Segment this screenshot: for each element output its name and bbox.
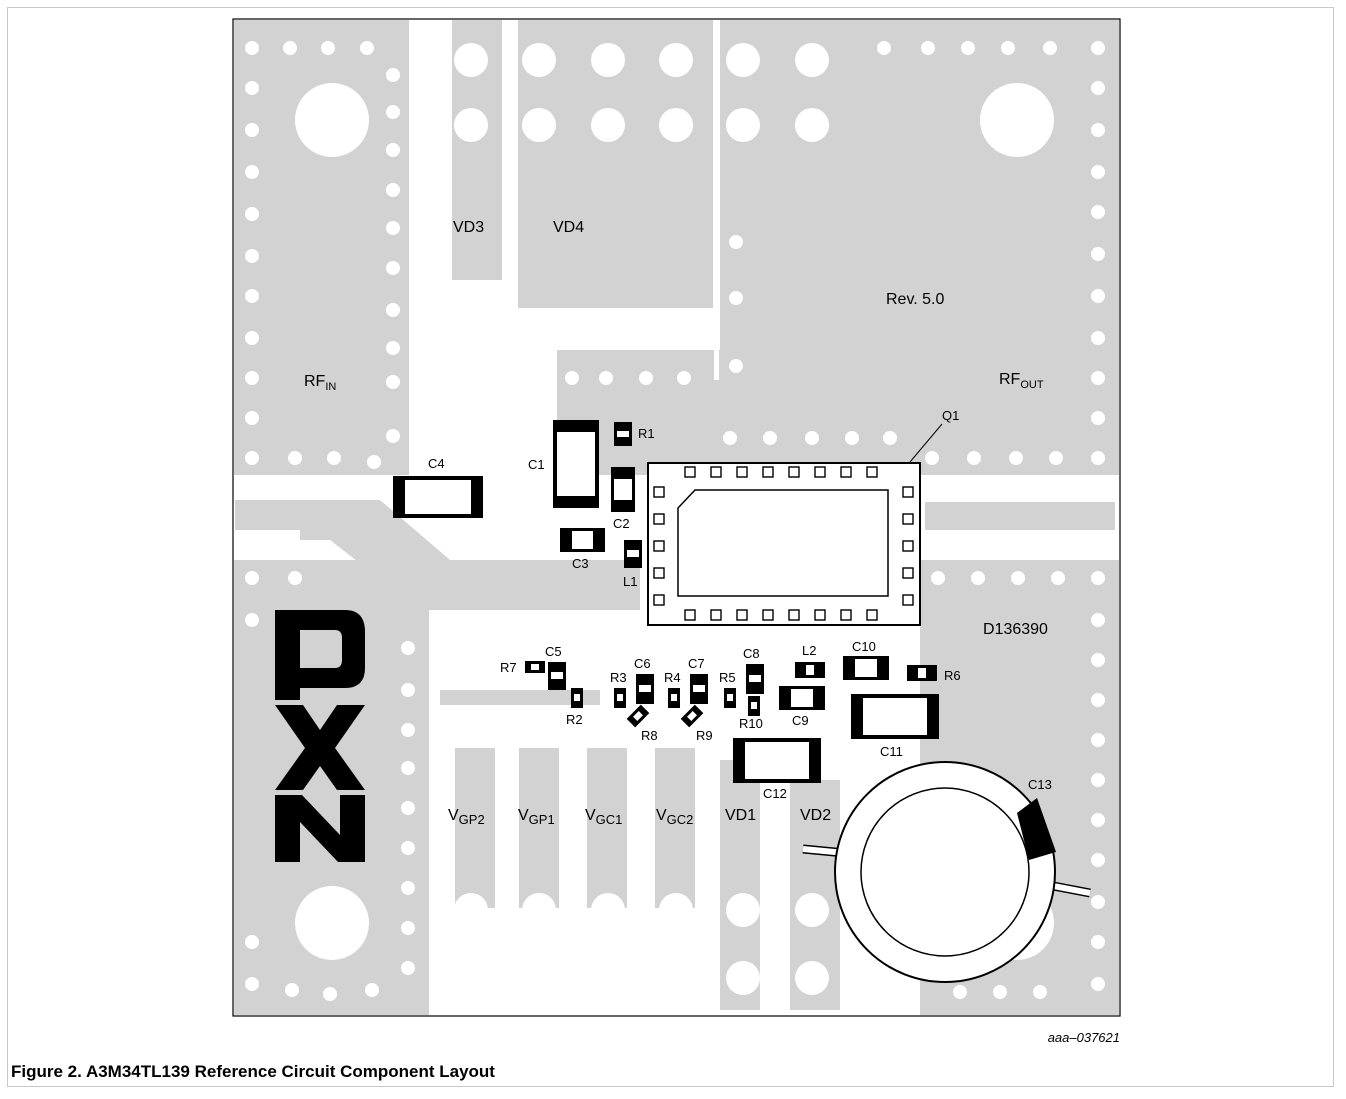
label-c4: C4	[428, 456, 445, 471]
c6-part	[636, 674, 654, 704]
r5-part	[724, 688, 736, 708]
r8-part	[626, 704, 650, 728]
r2-part	[571, 688, 583, 708]
label-vgp2: VGP2	[448, 807, 485, 827]
r6-part	[907, 665, 937, 681]
board-labels: VD3 VD4 Rev. 5.0 RFIN RFOUT Q1 R1 C1 C4 …	[304, 219, 1052, 827]
vias	[245, 41, 1105, 1001]
r9-part	[680, 704, 704, 728]
c7-part	[690, 674, 708, 704]
figure-frame	[7, 7, 1334, 1087]
label-c13: C13	[1028, 777, 1052, 792]
l2-part	[795, 662, 825, 678]
label-revision: Rev. 5.0	[886, 291, 945, 308]
label-vd1: VD1	[725, 807, 756, 824]
r4-part	[668, 688, 680, 708]
label-r8: R8	[641, 728, 658, 743]
label-l2: L2	[802, 643, 816, 658]
r7-part	[525, 661, 545, 673]
c5-part	[548, 662, 566, 690]
c2-part	[611, 467, 635, 512]
c12-part	[733, 738, 821, 783]
label-l1: L1	[623, 574, 637, 589]
nxp-logo	[275, 610, 365, 862]
label-c5: C5	[545, 644, 562, 659]
label-c1: C1	[528, 457, 545, 472]
label-c6: C6	[634, 656, 651, 671]
label-r1: R1	[638, 426, 655, 441]
label-vd2: VD2	[800, 807, 831, 824]
q1-package	[647, 462, 921, 626]
c10-part	[843, 656, 889, 680]
label-r6: R6	[944, 668, 961, 683]
label-c2: C2	[613, 516, 630, 531]
label-vd3: VD3	[453, 219, 484, 236]
pads	[454, 43, 829, 995]
figure-caption: Figure 2. A3M34TL139 Reference Circuit C…	[11, 1062, 495, 1081]
label-r10: R10	[739, 716, 763, 731]
label-vd4: VD4	[553, 219, 584, 236]
r10-part	[748, 696, 760, 716]
label-c12: C12	[763, 786, 787, 801]
c1-part	[553, 420, 599, 508]
label-r5: R5	[719, 670, 736, 685]
label-rf-out: RFOUT	[999, 371, 1044, 391]
r3-part	[614, 688, 626, 708]
q1-leader	[909, 423, 943, 463]
label-part-number: D136390	[983, 621, 1048, 638]
c9-part	[779, 686, 825, 710]
label-c3: C3	[572, 556, 589, 571]
label-r3: R3	[610, 670, 627, 685]
keepout-lines	[409, 20, 719, 475]
label-r9: R9	[696, 728, 713, 743]
c11-part	[851, 694, 939, 739]
r1-part	[614, 422, 632, 446]
c8-part	[746, 664, 764, 694]
c13-capacitor	[802, 761, 1091, 983]
label-c11: C11	[880, 744, 903, 759]
label-c7: C7	[688, 656, 705, 671]
label-r7: R7	[500, 660, 517, 675]
label-vgc2: VGC2	[656, 807, 693, 827]
figure-code: aaa–037621	[1047, 1030, 1120, 1045]
smd-components	[393, 420, 939, 783]
label-vgp1: VGP1	[518, 807, 555, 827]
label-rf-in: RFIN	[304, 373, 336, 393]
label-c10: C10	[852, 639, 876, 654]
label-r4: R4	[664, 670, 681, 685]
label-q1: Q1	[942, 408, 959, 423]
l1-part	[624, 540, 642, 568]
label-vgc1: VGC1	[585, 807, 622, 827]
c4-part	[393, 476, 483, 518]
c3-part	[560, 528, 605, 552]
label-c9: C9	[792, 713, 809, 728]
label-r2: R2	[566, 712, 583, 727]
label-c8: C8	[743, 646, 760, 661]
